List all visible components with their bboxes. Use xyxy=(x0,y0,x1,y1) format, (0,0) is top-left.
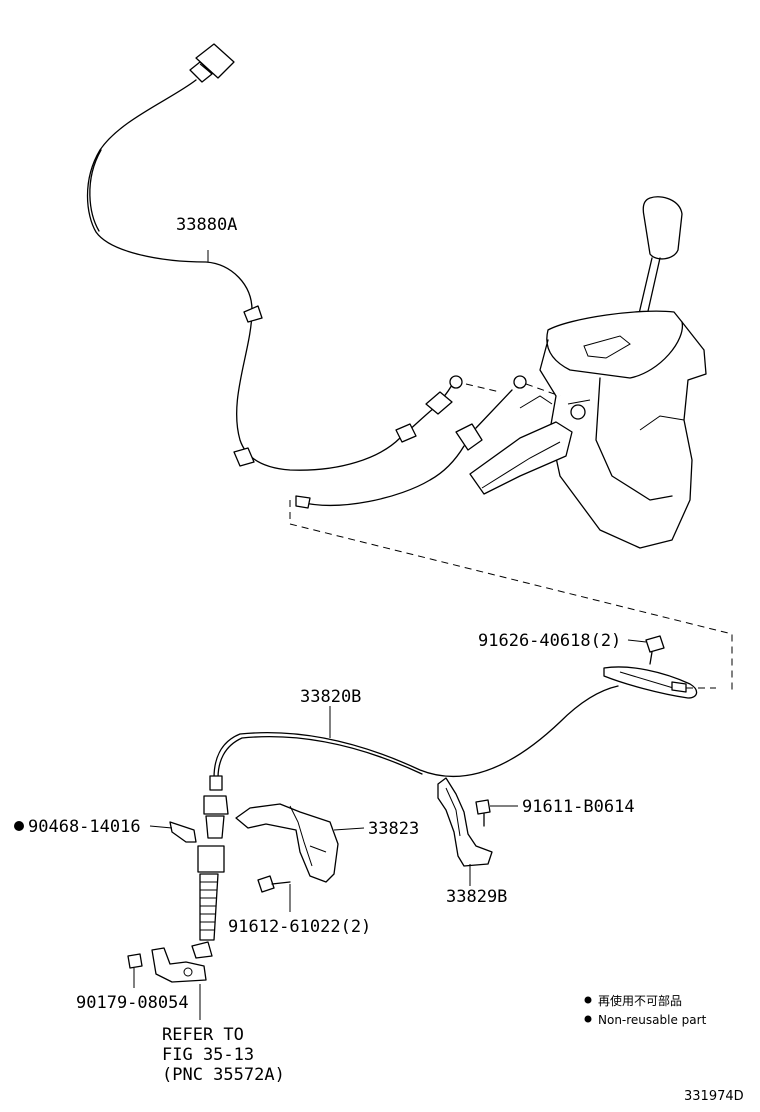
label-33820b: 33820B xyxy=(300,687,361,707)
cable-33880a xyxy=(86,43,463,471)
refer-line-3: (PNC 35572A) xyxy=(162,1065,285,1085)
refer-line-2: FIG 35-13 xyxy=(162,1045,254,1065)
shift-lever-assembly xyxy=(469,196,707,549)
legend-bullet-icon xyxy=(584,1015,592,1023)
label-91611-b0614: 91611-B0614 xyxy=(522,797,635,817)
diagram-code: 331974D xyxy=(684,1089,744,1104)
label-90468-14016: 90468-14016 xyxy=(28,817,141,837)
label-91626-40618: 91626-40618(2) xyxy=(478,631,621,651)
label-33880a: 33880A xyxy=(176,215,237,235)
label-91612-61022: 91612-61022(2) xyxy=(228,917,371,937)
label-33823: 33823 xyxy=(368,819,419,839)
non-reusable-marker-icon xyxy=(14,821,24,831)
leader-lines xyxy=(133,250,647,1020)
refer-line-1: REFER TO xyxy=(162,1025,244,1045)
bracket-33823 xyxy=(235,803,339,893)
shift-cable-upper xyxy=(289,375,733,690)
legend-en: Non-reusable part xyxy=(598,1013,707,1027)
legend-bullet-icon xyxy=(584,996,592,1004)
shift-cable-33820b xyxy=(127,635,716,983)
label-33829b: 33829B xyxy=(446,887,507,907)
label-90179-08054: 90179-08054 xyxy=(76,993,189,1013)
bracket-33829b xyxy=(437,777,493,867)
legend-jp: 再使用不可部品 xyxy=(598,993,682,1008)
